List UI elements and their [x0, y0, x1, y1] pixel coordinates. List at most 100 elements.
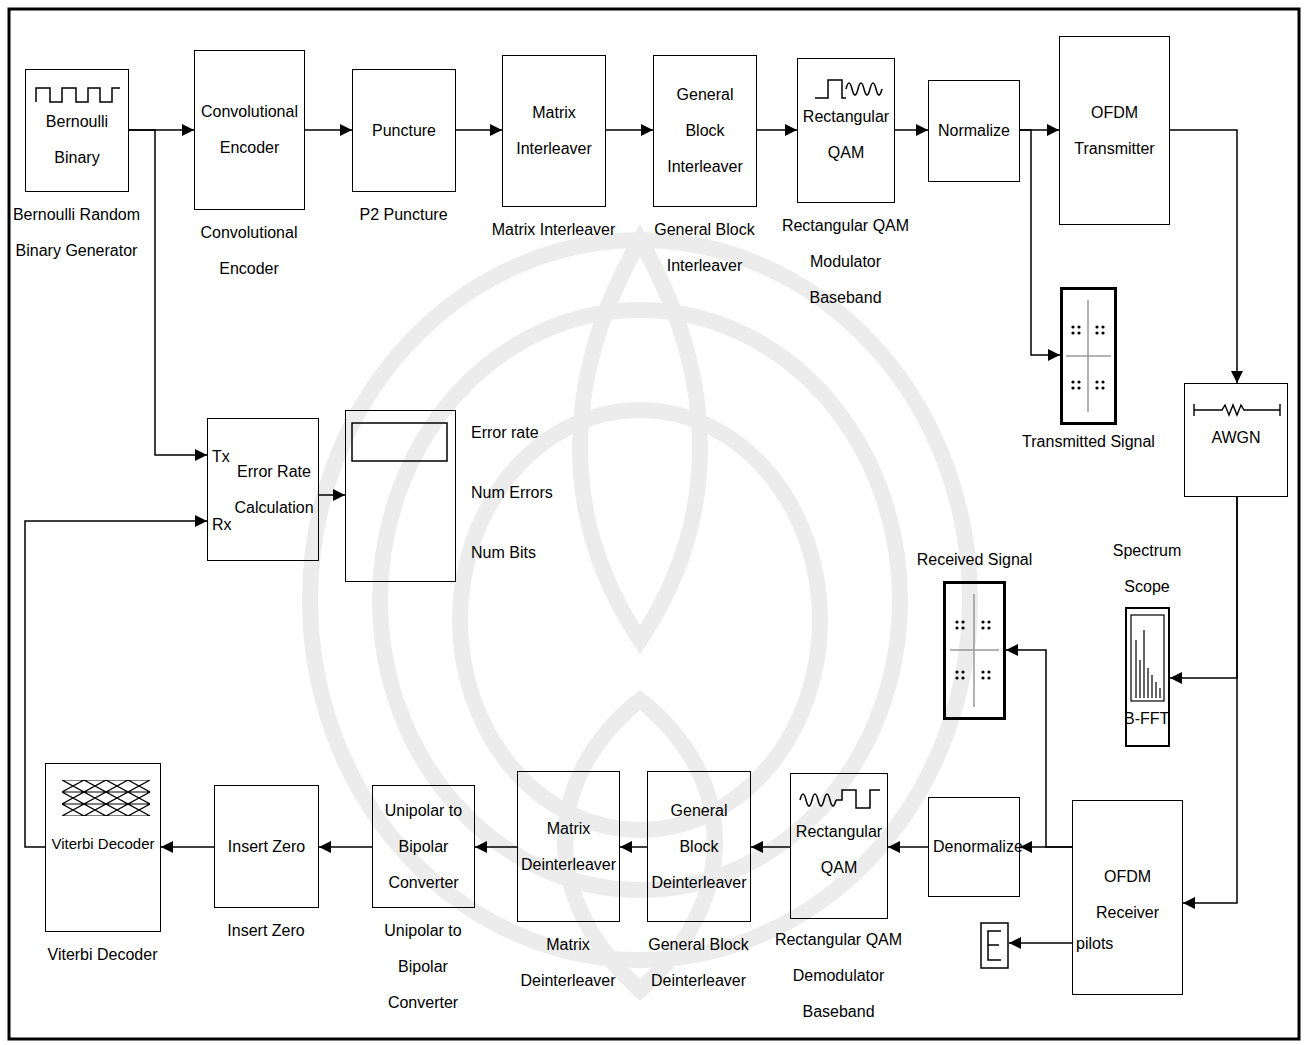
drawing-part — [1131, 615, 1164, 701]
block-content: Puncture — [353, 70, 455, 191]
block-content: AWGN — [1185, 384, 1287, 496]
signal-line — [1006, 650, 1072, 847]
drawing-part — [580, 240, 700, 640]
signal-line — [319, 846, 372, 848]
block-content: Denormalize — [929, 798, 1019, 896]
block-content: Convolutional Encoder — [195, 51, 304, 209]
process-block: General Block InterleaverGeneral Block I… — [653, 55, 757, 207]
port-label: Num Errors — [471, 481, 553, 505]
signal-line — [1020, 130, 1060, 355]
signal-line — [1183, 497, 1237, 903]
block-caption: Received Signal — [905, 542, 1045, 578]
block-caption: Convolutional Encoder — [182, 215, 316, 287]
block-label: OFDM Receiver — [1077, 859, 1178, 931]
process-block: Convolutional EncoderConvolutional Encod… — [194, 50, 305, 210]
block-label: General Block Interleaver — [658, 77, 752, 185]
signal-line — [456, 129, 502, 131]
demodulator-block: Rectangular QAMRectangular QAM Demodulat… — [790, 773, 888, 919]
resistor-icon — [1194, 404, 1280, 416]
block-content: Rectangular QAM — [791, 774, 887, 918]
signal-line — [606, 129, 653, 131]
block-content: General Block Deinterleaver — [648, 772, 750, 921]
drawing-part — [981, 676, 984, 679]
drawing-part — [1101, 386, 1104, 389]
drawing-part — [1077, 331, 1080, 334]
block-label: Insert Zero — [219, 829, 314, 865]
drawing-part — [955, 620, 990, 679]
process-block: General Block DeinterleaverGeneral Block… — [647, 771, 751, 922]
block-label: Convolutional Encoder — [199, 94, 300, 166]
block-label: Viterbi Decoder — [50, 826, 156, 862]
signal-line — [1170, 130, 1237, 383]
scope-block: Spectrum ScopeB-FFT — [1125, 607, 1170, 747]
block-label: Matrix Deinterleaver — [519, 811, 618, 883]
process-block: Normalize — [928, 80, 1020, 182]
block-label: Rectangular QAM — [795, 814, 883, 886]
signal-line — [888, 846, 928, 848]
port-label: B-FFT — [1124, 707, 1169, 731]
drawing-part — [955, 676, 958, 679]
square-wave-icon — [36, 88, 120, 102]
block-content: Bernoulli Binary — [26, 70, 128, 191]
block-label: OFDM Transmitter — [1064, 95, 1165, 167]
drawing-part — [1071, 380, 1074, 383]
drawing-part — [1101, 331, 1104, 334]
signal-line — [25, 521, 207, 847]
block-content: Error Rate Calculation — [208, 419, 318, 560]
signal-line — [751, 846, 790, 848]
drawing-part — [460, 410, 820, 830]
block-content: Matrix Interleaver — [503, 56, 605, 206]
drawing-part — [981, 923, 1008, 968]
constellation-icon — [1066, 300, 1111, 412]
drawing-part — [1077, 380, 1080, 383]
process-block: OFDM Transmitter — [1059, 36, 1170, 225]
drawing-part — [1071, 386, 1074, 389]
drawing-part — [1077, 386, 1080, 389]
drawing-part — [1101, 325, 1104, 328]
signal-line — [129, 130, 207, 455]
port-label: Rx — [212, 513, 232, 537]
port-label: Error rate — [471, 421, 539, 445]
drawing-part — [981, 620, 984, 623]
block-caption: Matrix Deinterleaver — [508, 927, 628, 999]
drawing-part — [1071, 325, 1074, 328]
block-content: OFDM Receiver — [1073, 801, 1182, 994]
process-block: Error Rate CalculationTxRx — [207, 418, 319, 561]
drawing-part — [1095, 331, 1098, 334]
block-caption: General Block Deinterleaver — [639, 927, 759, 999]
drawing-part — [955, 626, 958, 629]
drawing-part — [987, 670, 990, 673]
scope-block: Transmitted Signal — [1060, 287, 1117, 425]
process-block: Unipolar to Bipolar ConverterUnipolar to… — [372, 785, 475, 908]
display-block: Error rateNum ErrorsNum Bits — [345, 410, 456, 582]
block-label: Denormalize — [933, 829, 1015, 865]
drawing-part — [1009, 942, 1072, 944]
drawing-part — [1095, 325, 1098, 328]
block-label: Puncture — [357, 113, 451, 149]
drawing-part — [1066, 355, 1111, 357]
drawing-part — [1095, 380, 1098, 383]
block-caption: Rectangular QAM Demodulator Baseband — [771, 922, 907, 1030]
process-block: OFDM Receiverpilots — [1072, 800, 1183, 995]
qam-demod-icon — [800, 790, 880, 808]
signal-line — [1170, 497, 1237, 678]
block-content: Insert Zero — [215, 786, 318, 907]
drawing-part — [310, 240, 970, 960]
block-content — [346, 411, 455, 581]
port-label: pilots — [1076, 932, 1113, 956]
block-caption: Spectrum Scope — [1102, 533, 1192, 605]
drawing-part — [988, 931, 1001, 960]
drawing-part — [1101, 380, 1104, 383]
block-caption: Transmitted Signal — [1019, 424, 1159, 460]
signal-line — [475, 846, 517, 848]
port-label: Num Bits — [471, 541, 536, 565]
drawing-part — [1194, 404, 1280, 416]
block-label: Unipolar to Bipolar Converter — [376, 793, 471, 901]
process-block: Matrix InterleaverMatrix Interleaver — [502, 55, 606, 207]
channel-block: AWGN — [1184, 383, 1288, 497]
drawing-part — [955, 670, 958, 673]
drawing-part — [1071, 331, 1074, 334]
outer-frame — [9, 9, 1299, 1039]
terminator-block — [981, 923, 1072, 968]
drawing-part — [987, 626, 990, 629]
